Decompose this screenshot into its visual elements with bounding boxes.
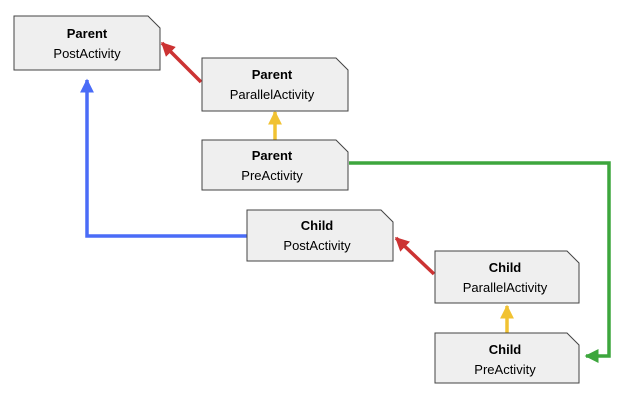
edge-child-post-to-parent-post (80, 78, 247, 238)
node-title: Parent (252, 67, 293, 82)
node-title: Child (489, 260, 522, 275)
edge-child-parallel-to-child-post (394, 236, 436, 276)
node-subtitle: PostActivity (53, 46, 121, 61)
node-title: Parent (67, 26, 108, 41)
node-subtitle: ParallelActivity (463, 280, 548, 295)
node-subtitle: PreActivity (474, 362, 536, 377)
node-child-pre-activity: Child PreActivity (434, 332, 580, 384)
edge-parent-pre-to-child-pre (349, 161, 611, 363)
node-child-parallel-activity: Child ParallelActivity (434, 250, 580, 304)
node-title: Child (489, 342, 522, 357)
edge-parent-parallel-to-parent-post (160, 41, 203, 84)
node-subtitle: PreActivity (241, 168, 303, 183)
node-subtitle: PostActivity (283, 238, 351, 253)
node-title: Child (301, 218, 334, 233)
node-parent-parallel-activity: Parent ParallelActivity (201, 57, 349, 112)
node-parent-post-activity: Parent PostActivity (13, 15, 161, 71)
node-subtitle: ParallelActivity (230, 87, 315, 102)
node-child-post-activity: Child PostActivity (246, 209, 394, 262)
node-parent-pre-activity: Parent PreActivity (201, 139, 349, 191)
node-title: Parent (252, 148, 293, 163)
edges (80, 41, 611, 363)
